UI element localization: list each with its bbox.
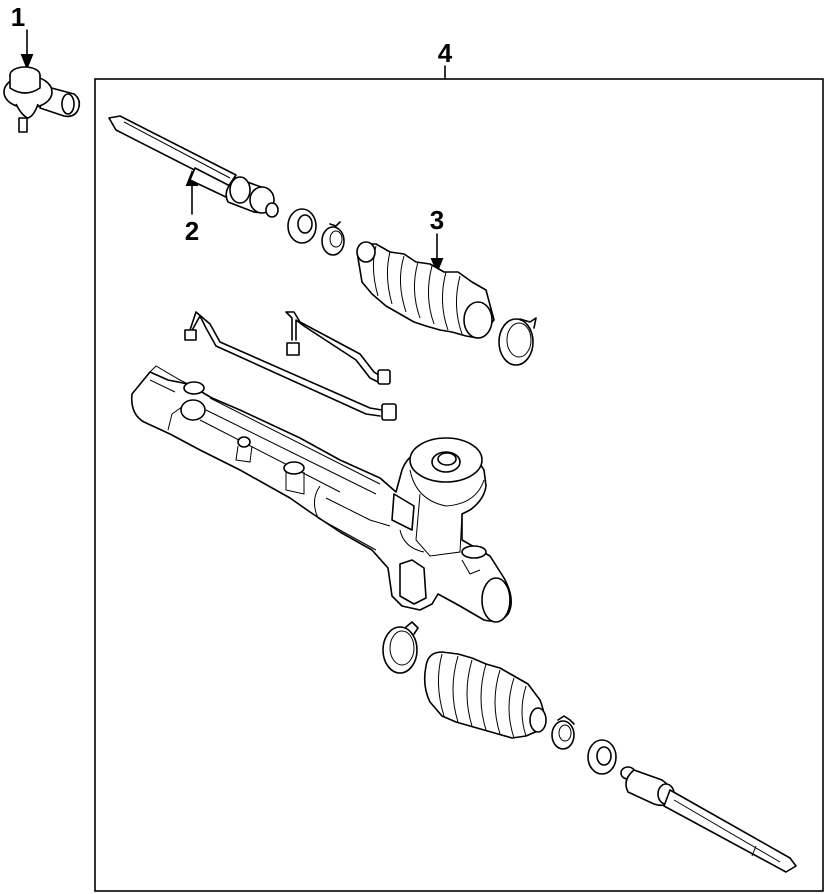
hydraulic-line-lower[interactable] <box>184 311 397 421</box>
assembly-frame <box>94 78 824 892</box>
callout-2-label: 2 <box>185 216 199 246</box>
callout-1-label: 1 <box>11 2 25 32</box>
upper-small-clamp[interactable] <box>321 221 345 256</box>
hydraulic-line-upper[interactable] <box>285 311 391 385</box>
lower-lock-nut[interactable] <box>587 739 617 775</box>
callout-4[interactable]: 4 <box>438 38 453 80</box>
upper-large-clamp[interactable] <box>498 317 537 366</box>
callout-2[interactable]: 2 <box>185 170 199 246</box>
lower-inner-tie-rod[interactable] <box>620 766 797 873</box>
callout-3[interactable]: 3 <box>430 205 444 274</box>
inner-tie-rod[interactable] <box>108 115 279 218</box>
lower-bellows-boot[interactable] <box>423 651 547 739</box>
callout-1[interactable]: 1 <box>11 2 34 70</box>
lower-large-clamp[interactable] <box>382 621 419 674</box>
callout-4-label: 4 <box>438 38 453 68</box>
callout-3-label: 3 <box>430 205 444 235</box>
upper-bellows-boot[interactable] <box>356 241 495 339</box>
lower-small-clamp[interactable] <box>551 715 575 750</box>
outer-tie-rod-end[interactable] <box>3 66 81 133</box>
rack-and-pinion-housing[interactable] <box>130 365 512 623</box>
upper-lock-nut[interactable] <box>287 208 317 244</box>
